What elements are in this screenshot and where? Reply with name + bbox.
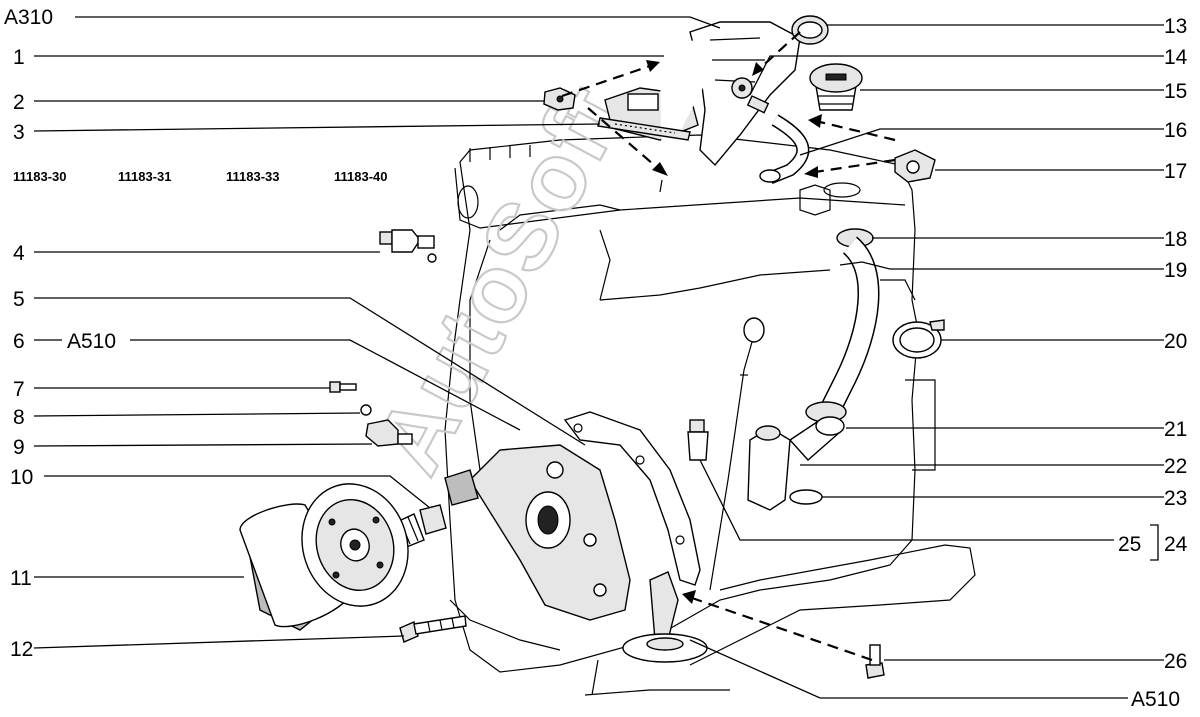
oil-pump-housing (444, 444, 631, 621)
label-10: 10 (10, 466, 33, 489)
oil-pickup-strainer (622, 571, 708, 663)
label-15: 15 (1164, 80, 1187, 103)
o-ring (789, 489, 823, 505)
mounting-strip (597, 117, 691, 141)
label-4: 4 (13, 242, 25, 265)
oil-filter (239, 483, 409, 631)
ref-a510-left: A510 (67, 330, 116, 353)
label-8: 8 (13, 406, 25, 429)
ref-a510-bottom: A510 (1131, 688, 1180, 711)
label-23: 23 (1164, 487, 1187, 510)
label-22: 22 (1164, 455, 1187, 478)
hose-clamp-loose (892, 319, 945, 359)
label-5: 5 (13, 288, 25, 311)
label-group: A310 1 2 3 4 5 6 A510 7 8 9 10 11 12 111… (4, 6, 1188, 711)
variant-code-4: 11183-40 (334, 169, 388, 184)
label-14: 14 (1164, 46, 1188, 69)
hose-clip-right (894, 149, 936, 183)
label-3: 3 (13, 121, 25, 144)
label-13: 13 (1164, 15, 1187, 38)
breather-nipple (731, 77, 770, 114)
washer (360, 404, 372, 416)
label-21: 21 (1164, 418, 1187, 441)
label-20: 20 (1164, 330, 1187, 353)
label-24: 24 (1164, 533, 1188, 556)
label-16: 16 (1164, 119, 1187, 142)
label-2: 2 (13, 91, 25, 114)
variant-code-1: 11183-30 (13, 169, 67, 184)
variant-code-2: 11183-31 (118, 169, 172, 184)
assembly-arrows (561, 31, 896, 662)
label-7: 7 (13, 378, 25, 401)
coolant-pipe-fitting (747, 416, 845, 511)
oil-pump-gasket (563, 411, 701, 586)
label-9: 9 (13, 436, 25, 459)
variant-code-3: 11183-33 (226, 169, 280, 184)
hose-clamp-top (791, 15, 829, 45)
small-bolt (329, 381, 357, 393)
label-18: 18 (1164, 228, 1187, 251)
oil-filler-cap (809, 63, 863, 111)
label-6: 6 (13, 330, 25, 353)
temperature-sensor (687, 419, 709, 461)
label-19: 19 (1164, 259, 1187, 282)
flange-bolt (865, 644, 885, 679)
engine-block-outline (444, 134, 976, 696)
label-17: 17 (1164, 160, 1187, 183)
leader-lines (33, 16, 1164, 699)
oil-pressure-sensor (379, 229, 437, 263)
label-25: 25 (1118, 533, 1141, 556)
label-12: 12 (10, 638, 33, 661)
ref-a310: A310 (4, 6, 53, 29)
oil-dipstick (709, 317, 765, 591)
long-bolt (399, 615, 467, 643)
label-11: 11 (10, 567, 32, 590)
level-sensor (365, 419, 413, 447)
label-1: 1 (13, 46, 25, 69)
label-26: 26 (1164, 650, 1187, 673)
